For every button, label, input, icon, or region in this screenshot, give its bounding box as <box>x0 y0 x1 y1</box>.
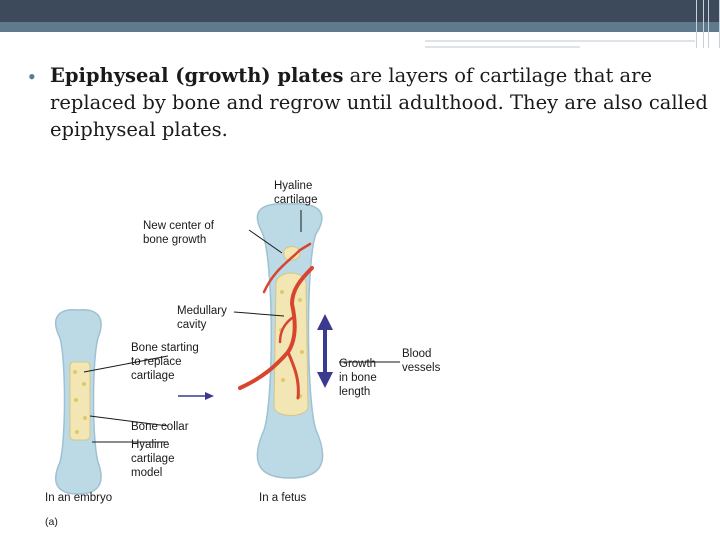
panel-label: (a) <box>45 516 58 528</box>
label-bone-starting-to-replace-cartilage: Bone starting to replace cartilage <box>131 342 199 382</box>
label-hyaline-cartilage: Hyaline cartilage <box>274 180 318 206</box>
header-rule-2 <box>425 46 580 48</box>
title-bar-accent <box>0 22 720 32</box>
header-rule <box>425 40 695 42</box>
leader-lines <box>83 210 400 443</box>
bullet-point: • Epiphyseal (growth) plates are layers … <box>28 62 708 143</box>
bullet-icon: • <box>28 64 36 89</box>
progression-arrow <box>178 392 214 400</box>
label-growth-in-bone-length: Growth in bone length <box>339 358 377 398</box>
title-bar <box>0 0 720 22</box>
caption-in-a-fetus: In a fetus <box>259 492 307 504</box>
caption-in-an-embryo: In an embryo <box>45 492 113 504</box>
bullet-text: Epiphyseal (growth) plates are layers of… <box>50 62 708 143</box>
label-bone-collar: Bone collar <box>131 421 189 433</box>
label-blood-vessels: Blood vessels <box>402 348 441 374</box>
label-new-center-of-bone-growth: New center of bone growth <box>143 220 214 246</box>
growth-arrow <box>317 314 333 388</box>
bullet-bold-term: Epiphyseal (growth) plates <box>50 64 344 87</box>
embryo-bone <box>55 309 102 495</box>
fetus-bone <box>238 202 324 479</box>
bullet-body: are layers of cartilage that are replace… <box>50 64 708 141</box>
corner-decoration <box>696 0 704 48</box>
label-medullary-cavity: Medullary cavity <box>177 305 227 331</box>
label-hyaline-cartilage-model: Hyaline cartilage model <box>131 439 175 479</box>
